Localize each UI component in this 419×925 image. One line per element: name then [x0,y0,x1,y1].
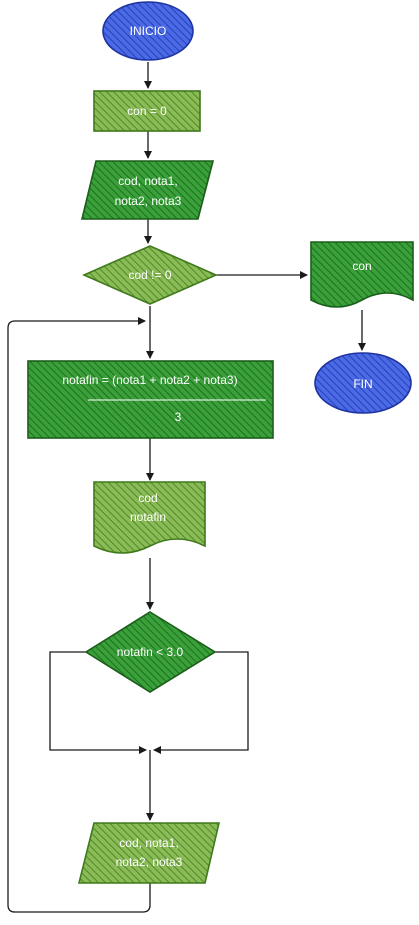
input2-node: cod, nota1, nota2, nota3 [77,822,221,884]
end-label: FIN [353,377,372,391]
process-denominator: 3 [175,410,182,424]
init-label: con = 0 [127,104,167,118]
process-node: notafin = (nota1 + nota2 + nota3) 3 [27,360,274,439]
decision1-label: cod != 0 [128,268,171,282]
end-node: FIN [314,352,412,414]
output-con-label: con [352,259,371,273]
process-numerator: notafin = (nota1 + nota2 + nota3) [62,373,237,387]
input2-line2: nota2, nota3 [116,855,183,869]
edge-decision2-left-branch [49,651,147,754]
input1-line2: nota2, nota3 [115,194,182,208]
decision2-label: notafin < 3.0 [117,645,184,659]
decision1-node: cod != 0 [82,245,218,305]
input1-node: cod, nota1, nota2, nota3 [80,160,215,220]
output-notafin-line2: notafin [130,510,166,524]
output-notafin-line1: cod [138,491,157,505]
edge-loop-back [7,317,151,913]
edge-decision2-right-branch [153,651,249,754]
input2-line1: cod, nota1, [119,836,178,850]
start-label: INICIO [130,24,167,38]
input1-line1: cod, nota1, [118,174,177,188]
output-notafin-node: cod notafin [93,481,206,554]
init-process-node: con = 0 [93,90,201,132]
output-con-node: con [310,241,414,308]
start-node: INICIO [102,1,194,61]
decision2-node: notafin < 3.0 [84,611,217,693]
